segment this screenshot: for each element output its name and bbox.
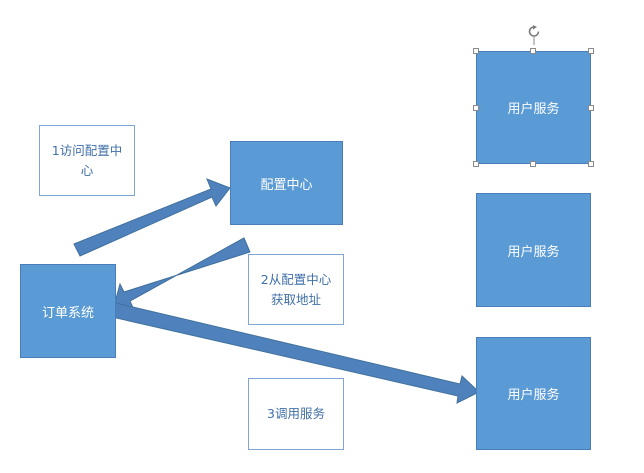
selection-handle-bottom-center[interactable] (530, 161, 536, 167)
selection-handle-middle-right[interactable] (588, 105, 594, 111)
selection-handle-top-left[interactable] (473, 48, 479, 54)
selection-handle-top-center[interactable] (530, 48, 536, 54)
order-system-node[interactable]: 订单系统 (20, 264, 116, 358)
arrow-get-address[interactable] (113, 237, 251, 311)
user-service-label-1: 用户服务 (507, 102, 560, 117)
step1-text: 1访问配置中心 (51, 142, 123, 178)
selection-handle-top-right[interactable] (588, 48, 594, 54)
arrow-access-config[interactable] (73, 178, 231, 257)
config-center-node[interactable]: 配置中心 (230, 141, 343, 225)
rotate-handle-icon[interactable] (526, 25, 542, 45)
user-service-node-3[interactable]: 用户服务 (476, 337, 591, 450)
config-center-label: 配置中心 (260, 177, 313, 193)
user-service-label-2: 用户服务 (507, 244, 560, 260)
arrow-call-service[interactable] (111, 302, 480, 404)
step2-text: 2从配置中心获取地址 (260, 271, 332, 307)
step3-text: 3调用服务 (267, 406, 325, 421)
selection-handle-bottom-right[interactable] (588, 161, 594, 167)
step3-note: 3调用服务 (248, 378, 344, 450)
step1-note: 1访问配置中心 (39, 125, 135, 196)
user-service-node-1[interactable]: 用户服务 (476, 51, 591, 164)
user-service-node-2[interactable]: 用户服务 (476, 193, 591, 307)
order-system-label: 订单系统 (41, 305, 94, 321)
user-service-label-3: 用户服务 (507, 388, 560, 403)
selection-handle-middle-left[interactable] (473, 105, 479, 111)
step2-note: 2从配置中心获取地址 (248, 254, 344, 325)
selection-handle-bottom-left[interactable] (473, 161, 479, 167)
